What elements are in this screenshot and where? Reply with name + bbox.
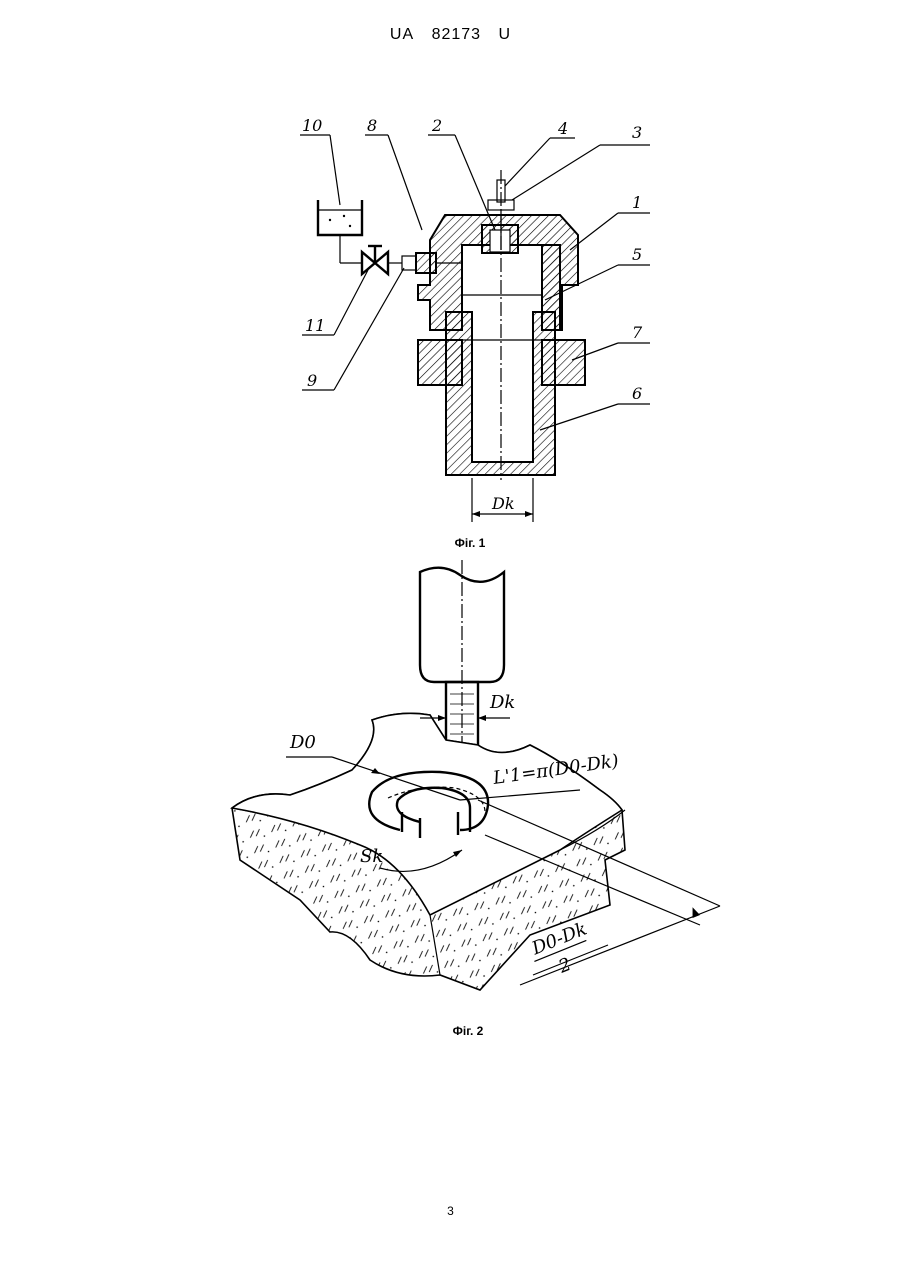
page-number: 3 xyxy=(0,1204,901,1218)
fig2-caption: Фіг. 2 xyxy=(428,1024,508,1038)
label-11: 11 xyxy=(305,316,325,335)
fig2-drawing: D0 Dk L'1=π(D0-Dk) Sk D0-Dk 2 xyxy=(232,560,720,990)
leader-lines xyxy=(300,135,650,430)
dk-label-fig2: Dk xyxy=(489,692,515,713)
fraction-denominator: 2 xyxy=(555,954,574,978)
label-7: 7 xyxy=(632,323,643,342)
dk-label: Dk xyxy=(491,494,515,513)
label-3: 3 xyxy=(632,123,642,142)
valve xyxy=(362,246,402,274)
sk-label: Sk xyxy=(360,846,383,867)
fluid-container xyxy=(318,200,362,263)
label-10: 10 xyxy=(302,116,322,135)
label-1: 1 xyxy=(632,193,642,212)
label-5: 5 xyxy=(632,245,642,264)
label-8: 8 xyxy=(367,116,377,135)
label-2: 2 xyxy=(431,116,442,135)
d0-label: D0 xyxy=(289,732,316,753)
label-6: 6 xyxy=(632,384,642,403)
label-4: 4 xyxy=(557,119,568,138)
label-9: 9 xyxy=(307,371,317,390)
fig1-caption: Фіг. 1 xyxy=(430,536,510,550)
fig1-drawing: Dk 10 8 2 4 3 1 5 7 6 11 9 xyxy=(300,116,650,522)
dk-dimension: Dk xyxy=(472,478,533,522)
